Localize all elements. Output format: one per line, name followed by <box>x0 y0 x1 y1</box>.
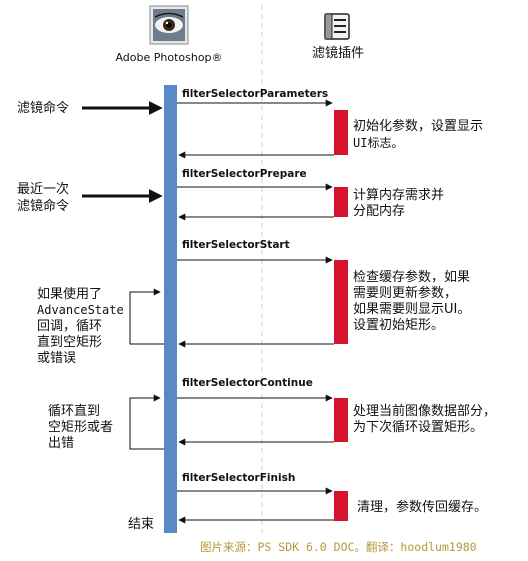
msg-label-finish: filterSelectorFinish <box>182 472 295 484</box>
filter-plugin-icon <box>324 13 350 40</box>
msg-label-prepare: filterSelectorPrepare <box>182 168 307 180</box>
photoshop-label: Adobe Photoshop® <box>115 51 222 64</box>
plugin-block-prepare <box>334 187 348 217</box>
photoshop-activation-bar <box>164 85 177 533</box>
note-start-4: 设置初始矩形。 <box>353 318 444 333</box>
note-continue-1: 处理当前图像数据部分， <box>353 403 496 419</box>
plugin-block-parameters <box>334 110 348 155</box>
msg-label-start: filterSelectorStart <box>182 239 290 251</box>
plugin-label: 滤镜插件 <box>312 46 364 61</box>
loop-continue-2: 空矩形或者 <box>48 420 113 435</box>
plugin-block-start <box>334 260 348 344</box>
note-parameters-1: 初始化参数，设置显示 <box>353 118 483 134</box>
loop-advance-4: 直到空矩形 <box>37 335 102 350</box>
loop-advance-3: 回调，循环 <box>37 319 102 334</box>
note-finish-1: 清理，参数传回缓存。 <box>357 499 487 515</box>
loop-advance-1: 如果使用了 <box>37 286 102 302</box>
recent-filter-label-2: 滤镜命令 <box>17 198 69 214</box>
loop-continue-3: 出错 <box>48 436 74 451</box>
note-prepare-1: 计算内存需求并 <box>353 187 444 203</box>
loop-advance-bracket <box>129 288 164 345</box>
note-parameters-2: UI标志。 <box>353 136 403 150</box>
note-start-2: 需要则更新参数， <box>353 285 457 301</box>
loop-advance-2: AdvanceState <box>37 303 124 317</box>
recent-filter-label-1: 最近一次 <box>17 181 69 197</box>
loop-continue-1: 循环直到 <box>48 404 100 419</box>
note-prepare-2: 分配内存 <box>353 203 405 219</box>
source-caption: 图片来源：PS SDK 6.0 DOC。翻译：hoodlum1980 <box>200 540 477 554</box>
photoshop-eye-icon <box>149 5 189 45</box>
msg-label-parameters: filterSelectorParameters <box>182 88 328 100</box>
filter-command-label: 滤镜命令 <box>17 100 69 116</box>
note-continue-2: 为下次循环设置矩形。 <box>353 419 483 435</box>
end-label: 结束 <box>128 517 154 532</box>
plugin-block-continue <box>334 398 348 442</box>
plugin-block-finish <box>334 491 348 521</box>
msg-label-continue: filterSelectorContinue <box>182 377 313 389</box>
note-start-1: 检查缓存参数，如果 <box>353 269 470 285</box>
note-start-3: 如果需要则显示UI。 <box>353 301 470 317</box>
loop-continue-bracket <box>129 394 164 450</box>
loop-advance-5: 或错误 <box>37 351 76 366</box>
